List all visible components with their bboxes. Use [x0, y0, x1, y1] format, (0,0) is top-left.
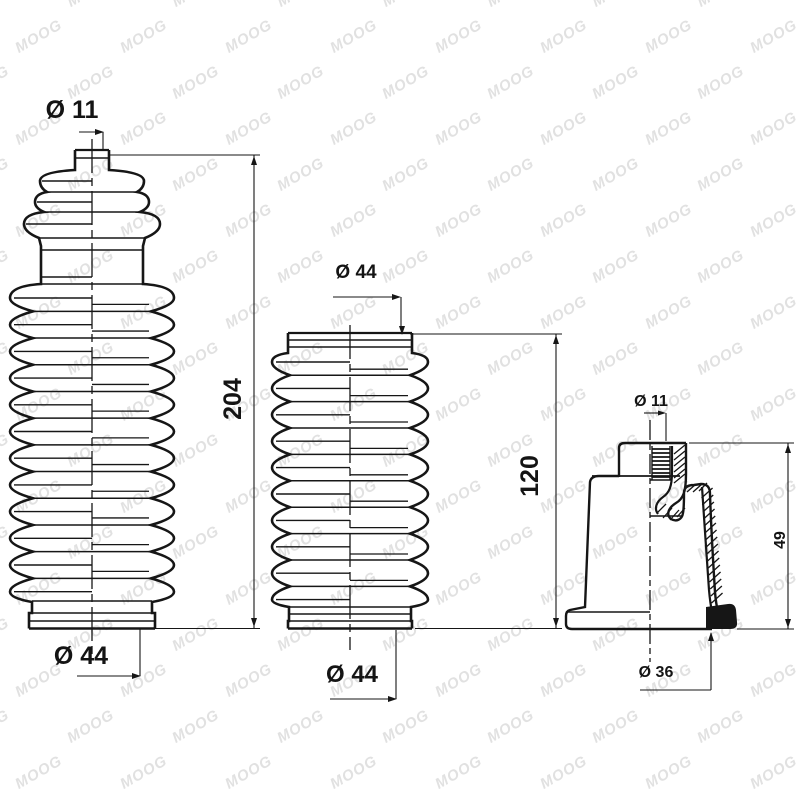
dim-label-stop-base-diameter: Ø 36 [639, 664, 674, 681]
dim-label-stop-height: 49 [772, 531, 789, 549]
dim-label-small-length: 120 [516, 455, 544, 497]
dim-label-large-top-diameter: Ø 11 [46, 96, 99, 124]
dimension-lines [77, 129, 794, 702]
part-bump-stop [564, 420, 738, 662]
dim-label-stop-top-diameter: Ø 11 [634, 393, 668, 410]
dim-label-small-bottom-diameter: Ø 44 [326, 661, 379, 688]
dim-label-large-bottom-diameter: Ø 44 [54, 642, 108, 670]
part-boot-large [8, 139, 176, 658]
dim-label-small-top-diameter: Ø 44 [335, 262, 377, 283]
dim-label-large-length: 204 [219, 378, 247, 420]
part-boot-small [270, 325, 430, 650]
